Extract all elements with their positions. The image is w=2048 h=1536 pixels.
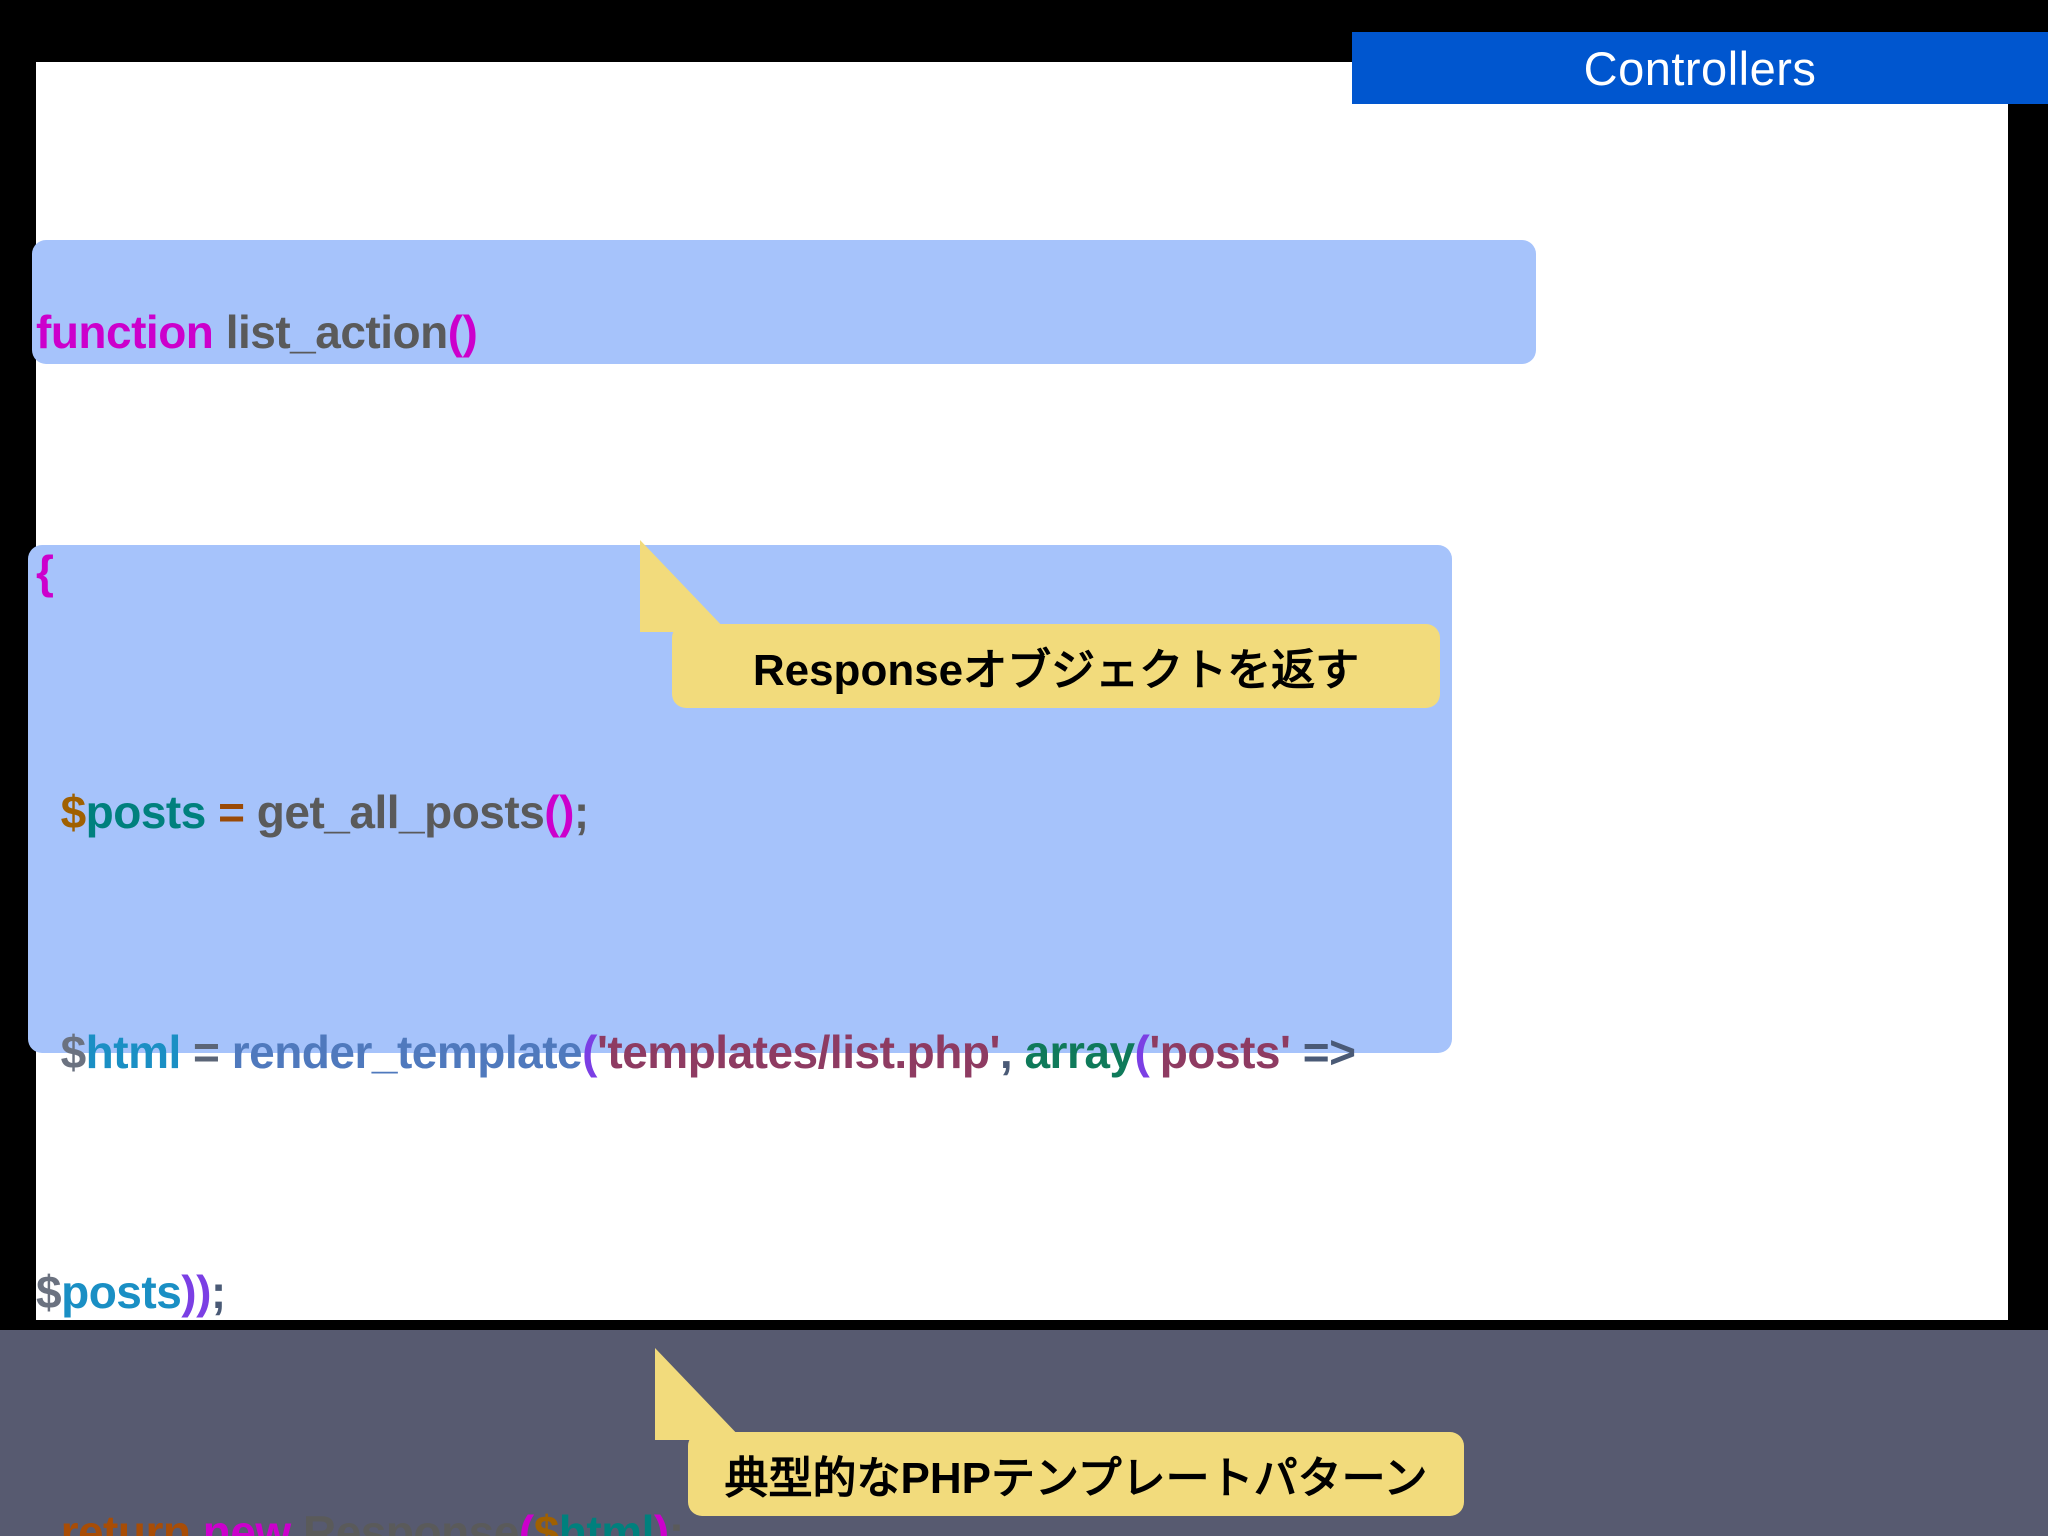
keyword-function: function [36,306,214,358]
space [219,1026,231,1078]
space [245,786,257,838]
class-response: Response [303,1506,519,1536]
space [190,1506,202,1536]
var-sigil: $ [60,1026,87,1078]
code-line-3: $posts = get_all_posts(); [36,782,2008,842]
function-name-list-action: list_action [225,306,449,358]
callout-response-object: Responseオブジェクトを返す [672,624,1440,708]
callout-top-text: Responseオブジェクトを返す [752,646,1360,695]
open-paren: ( [1134,1026,1150,1078]
double-arrow: => [1290,1026,1368,1078]
callout-tail-bottom [655,1348,743,1440]
callout-tail-top [640,540,728,632]
code-line-4: $html = render_template('templates/list.… [36,1022,2008,1082]
string-posts-key: 'posts' [1149,1026,1291,1078]
comma: , [999,1026,1025,1078]
callout-bottom-text: 典型的なPHPテンプレートパターン [724,1454,1428,1503]
close-paren: ) [653,1506,669,1536]
parens: () [447,306,478,358]
keyword-new: new [202,1506,291,1536]
space [291,1506,303,1536]
close-parens: )) [181,1266,211,1318]
code-line-2: { [36,542,2008,602]
var-posts: posts [61,1266,182,1318]
var-html: html [558,1506,655,1536]
space [181,1026,193,1078]
var-sigil: $ [60,786,87,838]
code-listing: function list_action() { $posts = get_al… [36,62,2008,1536]
var-posts: posts [85,786,207,838]
space [206,786,218,838]
assign-operator: = [193,1026,220,1078]
var-html: html [85,1026,182,1078]
section-title-banner: Controllers [1352,32,2048,104]
open-paren: ( [518,1506,534,1536]
semicolon: ; [573,786,589,838]
open-paren: ( [582,1026,597,1078]
keyword-array: array [1024,1026,1135,1078]
code-line-6: return new Response($html); [36,1502,2008,1536]
string-template-path: 'templates/list.php' [596,1026,1000,1078]
var-sigil: $ [36,1266,62,1318]
parens: () [544,786,574,838]
semicolon: ; [210,1266,226,1318]
code-line-1: function list_action() [36,302,2008,362]
var-sigil: $ [533,1506,560,1536]
callout-php-template-pattern: 典型的なPHPテンプレートパターン [688,1432,1464,1516]
keyword-return: return [60,1506,191,1536]
space [213,306,225,358]
open-brace: { [36,546,54,598]
function-call-get-all-posts: get_all_posts [256,786,545,838]
code-highlight-render-template-call [32,240,1536,364]
section-title-text: Controllers [1583,41,1817,95]
assign-operator: = [218,786,245,838]
function-call-render-template: render_template [231,1026,583,1078]
semicolon: ; [668,1506,684,1536]
code-line-5: $posts)); [36,1262,2008,1322]
